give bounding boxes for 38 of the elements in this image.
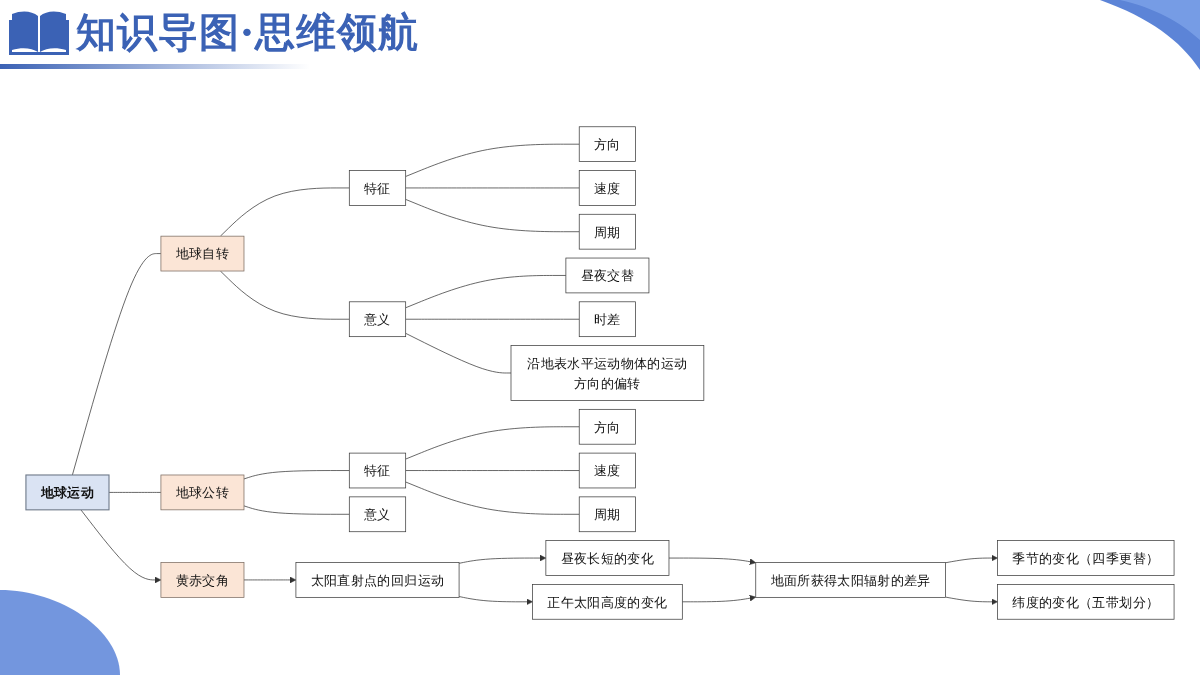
concept-box: 特征 <box>348 452 407 489</box>
concept-box: 纬度的变化（五带划分） <box>997 584 1175 620</box>
connector-line <box>405 187 580 189</box>
central-topic-box: 地球运动 <box>25 474 110 511</box>
concept-box: 周期 <box>578 213 636 250</box>
concept-box: 时差 <box>578 301 636 338</box>
concept-box: 方向 <box>578 126 636 162</box>
concept-box: 沿地表水平运动物体的运动方向的偏转 <box>510 345 705 401</box>
connector-line <box>405 143 580 177</box>
concept-box: 昼夜交替 <box>565 257 650 294</box>
branch-topic-box: 地球公转 <box>160 474 245 511</box>
concept-box: 特征 <box>348 170 407 206</box>
connector-line <box>405 470 580 471</box>
concept-box: 方向 <box>578 408 636 445</box>
concept-box: 速度 <box>578 452 636 489</box>
branch-topic-box: 地球自转 <box>160 235 245 272</box>
connector-line <box>405 318 580 320</box>
connector-line <box>405 481 580 515</box>
branch-topic-box: 黄赤交角 <box>160 562 245 598</box>
concept-box: 季节的变化（四季更替） <box>997 540 1175 576</box>
connector-line <box>405 199 580 233</box>
connector-line <box>405 426 580 460</box>
connector-line <box>72 253 162 476</box>
concept-box: 地面所获得太阳辐射的差异 <box>755 562 946 598</box>
title: 知识导图·思维领航 <box>76 8 419 56</box>
connector-line <box>220 270 350 320</box>
connector-line <box>220 187 350 237</box>
concept-box: 太阳直射点的回归运动 <box>295 562 460 598</box>
connector-line <box>243 470 350 480</box>
concept-box: 正午太阳高度的变化 <box>532 584 683 620</box>
concept-box: 速度 <box>578 170 636 206</box>
connector-line <box>405 332 512 374</box>
concept-box: 周期 <box>578 496 636 533</box>
concept-box: 意义 <box>348 496 407 533</box>
connector-line <box>405 275 567 309</box>
connector-line <box>243 505 350 515</box>
concept-box: 意义 <box>348 301 407 338</box>
concept-box: 昼夜长短的变化 <box>545 540 670 576</box>
